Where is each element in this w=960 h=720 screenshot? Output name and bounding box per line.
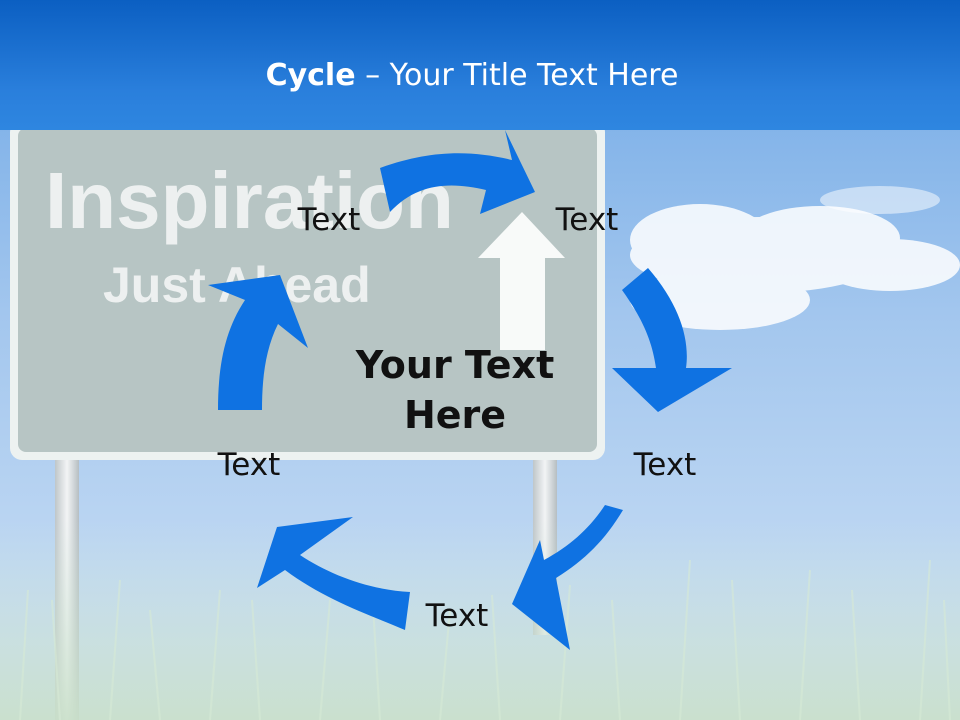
cycle-arrow-top bbox=[380, 130, 535, 214]
cloud-shape bbox=[630, 204, 960, 330]
node-label-right: Text bbox=[633, 447, 697, 483]
cycle-arrow-bottom-left bbox=[257, 517, 410, 630]
cycle-arrow-left bbox=[208, 275, 308, 410]
node-label-left: Text bbox=[217, 447, 281, 483]
node-label-top-left: Text bbox=[297, 202, 361, 238]
cycle-arrow-right-lower bbox=[512, 505, 623, 650]
cycle-arrow-right-upper bbox=[612, 268, 732, 412]
sign-up-arrow-icon bbox=[478, 212, 565, 350]
slide-title-rest: – Your Title Text Here bbox=[355, 58, 679, 93]
slide-title-bold: Cycle bbox=[265, 58, 356, 93]
node-label-bottom: Text bbox=[425, 598, 489, 634]
cycle-arrows bbox=[208, 130, 732, 650]
center-text: Your Text Here bbox=[325, 340, 585, 440]
header-band bbox=[0, 0, 960, 130]
node-label-top-right: Text bbox=[555, 202, 619, 238]
center-text-line1: Your Text bbox=[355, 343, 555, 387]
slide-title: Cycle – Your Title Text Here bbox=[0, 56, 944, 96]
center-text-line2: Here bbox=[403, 393, 507, 437]
